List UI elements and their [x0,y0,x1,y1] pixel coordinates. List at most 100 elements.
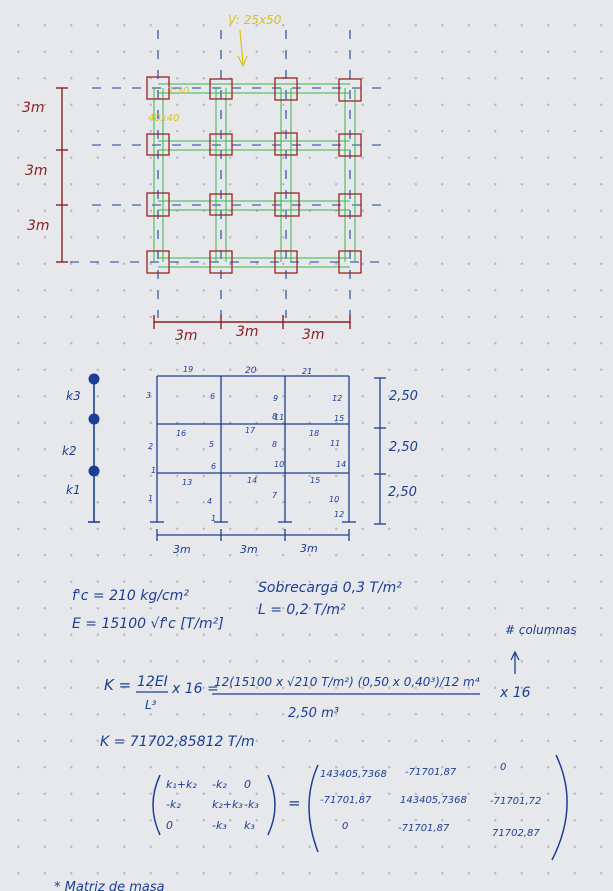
materials: f'c = 210 kg/cm² E = 15100 √f'c [T/m²] S… [72,580,577,674]
span-3: 3m [300,542,318,555]
member-label-b5: 14 [247,476,257,485]
member-label-n1: 11 [274,413,284,422]
span-1: 3m [173,543,191,556]
num-cell-0-0: 143405,7368 [320,769,387,780]
member-label-n7: 6 [211,462,216,471]
num-cell-2-2: 71702,87 [492,828,540,839]
plan-view: 3m 3m 3m 3m 3m 3m V: 25x50 T:30 40x40 [22,13,385,344]
sym-cell-2-0: 0 [166,819,173,832]
k-frac-num: 12EI [137,674,168,690]
member-label-n4: 12 [334,510,344,519]
level-k1: k1 [66,483,81,497]
member-label-b1: 16 [176,429,186,438]
member-label-c8: 9 [273,394,278,403]
member-label-c1: 3 [146,391,151,400]
frame-span-dimension [156,529,350,541]
sym-cell-2-1: -k₃ [212,819,227,832]
beam-label-arrowhead [237,55,248,68]
beam-label-arrow [239,29,244,65]
sym-cell-1-1: k₂+k₃ [212,798,243,811]
num-cell-1-1: 143405,7368 [400,795,467,806]
k-rhs-num: 12(15100 x √210 T/m²) (0,50 x 0,40³)/12 … [214,675,480,689]
member-label-c13: 10 [329,495,339,504]
k-frac-den: L³ [145,698,157,712]
sym-paren-right [267,774,276,836]
top-node-1: 19 [183,365,193,374]
num-cell-1-2: -71701,72 [490,796,541,807]
sym-cell-1-0: -k₂ [166,798,181,811]
level-k2: k2 [62,444,77,458]
mass-k1-dot [88,465,100,477]
mass-k2-dot [88,413,100,425]
level-k3: k3 [66,389,81,403]
member-label-b6: 15 [310,476,320,485]
numeric-matrix: 143405,7368 -71701,87 0 -71701,87 143405,736… [320,762,541,839]
k-x16: x 16 [499,685,531,701]
member-label-n2: 15 [334,414,344,423]
plan-columns [146,76,362,274]
load-line: Sobrecarga 0,3 T/m² [258,580,402,596]
columns-note: # columnas [505,623,577,637]
member-label-c2: 2 [148,442,153,451]
stiffness-calc: K = 12EI L³ x 16 = 12(15100 x √210 T/m²)… [100,674,531,750]
e-line: E = 15100 √f'c [T/m²] [72,616,224,632]
plan-col-spacing-3: 3m [302,327,325,343]
member-label-c11: 12 [332,394,342,403]
plan-col-spacing-1: 3m [175,328,198,344]
k-times-16: x 16 = [171,681,219,697]
span-2: 3m [240,543,258,556]
num-paren-left [308,764,319,853]
member-label-b2: 17 [245,426,256,435]
plan-grid-vertical [157,30,351,318]
plan-beams [153,83,356,268]
member-label-b3: 18 [309,429,319,438]
top-node-3: 21 [302,367,312,376]
member-label-n5: 8 [272,412,277,421]
member-label-c9: 8 [272,440,277,449]
mass-matrix-note: * Matriz de masa [54,880,165,891]
k-lhs: K = [104,676,131,694]
member-label-n8: 1 [211,514,216,523]
column-size-top: T:30 [168,86,189,97]
beam-size-label: V: 25x50 [228,13,282,27]
column-size-bottom: 40x40 [148,113,179,124]
member-label-b4: 13 [182,478,192,487]
plan-col-spacing-2: 3m [236,324,259,340]
k-result: K = 71702,85812 T/m [100,734,255,750]
height-3: 2,50 [388,485,417,500]
sym-cell-0-0: k₁+k₂ [166,778,197,791]
member-label-n3: 14 [336,460,346,469]
plan-row-spacing-3: 3m [27,218,50,234]
num-paren-right [551,754,568,861]
plan-row-spacing-2: 3m [25,163,48,179]
plan-row-spacing-1: 3m [22,100,45,116]
member-label-n6: 10 [274,460,284,469]
plan-left-dimension [56,87,68,263]
sym-paren-left [152,774,161,836]
num-cell-2-0: 0 [342,821,348,832]
plan-grid-horizontal [70,87,385,263]
frame-height-dimension [374,377,386,525]
member-label-c5: 6 [210,392,215,401]
num-cell-2-1: -71701,87 [398,823,450,834]
sym-cell-2-2: k₃ [244,819,255,832]
member-label-c3: 1 [151,466,156,475]
l-line: L = 0,2 T/m² [258,602,346,618]
height-1: 2,50 [389,389,418,404]
sym-cell-0-2: 0 [244,778,251,791]
plan-bottom-dimension [153,315,351,329]
frame-members [150,375,356,523]
sym-cell-0-1: -k₂ [212,778,227,791]
member-label-c4: 1 [148,494,153,503]
member-label-c6: 5 [209,440,214,449]
num-cell-1-0: -71701,87 [320,795,372,806]
member-label-c7: 4 [207,497,212,506]
fc-line: f'c = 210 kg/cm² [72,588,189,604]
num-cell-0-1: -71701,87 [405,767,457,778]
sym-cell-1-2: -k₃ [244,798,259,811]
member-label-c12: 11 [330,439,340,448]
matrix-equals: = [288,794,301,812]
